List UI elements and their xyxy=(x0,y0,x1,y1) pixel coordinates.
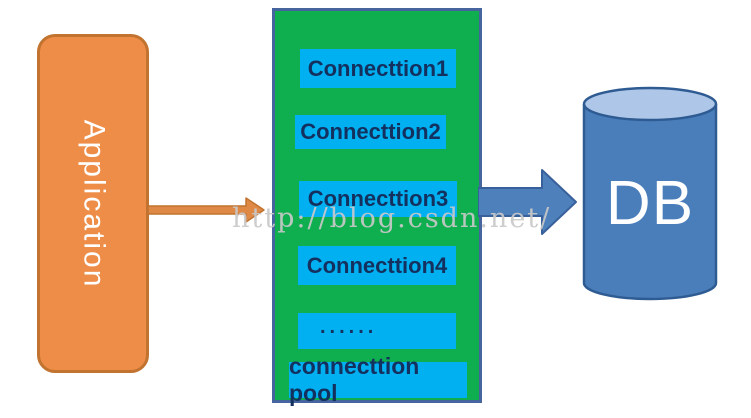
pool-title-label: connecttion pool xyxy=(289,353,420,406)
pool-title-box: connecttion pool xyxy=(289,353,467,406)
application-label: Application xyxy=(77,119,111,288)
connection4-box: Connecttion4 xyxy=(298,246,456,285)
connection1-label: Connecttion1 xyxy=(307,55,449,81)
db-label: DB xyxy=(605,168,695,238)
db-cylinder-icon xyxy=(582,86,718,301)
connection2-box: Connecttion2 xyxy=(295,115,446,149)
connection1-box: Connecttion1 xyxy=(300,49,456,88)
app-to-pool-arrow-icon xyxy=(147,197,265,223)
connection2-label: Connecttion2 xyxy=(300,119,441,144)
connection-ellipsis-box: ...... xyxy=(298,313,456,349)
application-box: Application xyxy=(37,34,149,373)
connection3-label: Connecttion3 xyxy=(307,186,449,211)
connection-ellipsis-label: ...... xyxy=(320,315,378,338)
pool-to-db-arrow-icon xyxy=(478,169,577,235)
watermark-text: http://blog.csdn.net/ xyxy=(232,203,552,234)
connection3-box: Connecttion3 xyxy=(299,181,457,217)
connection4-label: Connecttion4 xyxy=(306,252,448,278)
